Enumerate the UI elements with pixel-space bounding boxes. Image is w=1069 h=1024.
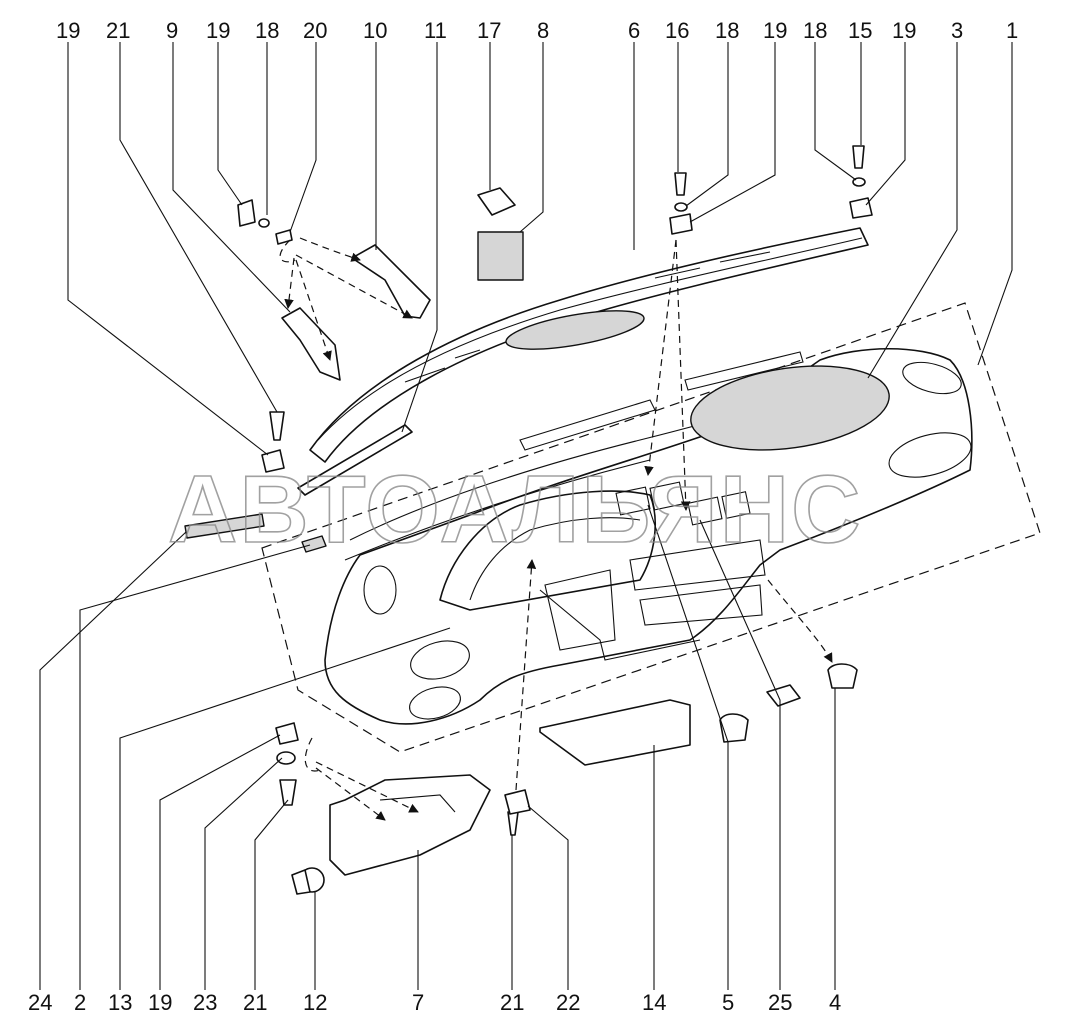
bottom-labels: 24 2 13 19 23 21 12 7 21 22 14 5 25 4 bbox=[28, 990, 841, 1015]
leader-lines-bottom bbox=[39, 504, 836, 990]
label-top: 18 bbox=[715, 18, 739, 43]
arrow-to-vent-b bbox=[675, 239, 691, 511]
label-top: 3 bbox=[951, 18, 963, 43]
clip-19-e bbox=[275, 722, 299, 745]
label-bottom: 7 bbox=[412, 990, 424, 1015]
upper-dash-pad bbox=[309, 227, 869, 463]
arrow-to-bracket-10 bbox=[295, 254, 413, 319]
label-bottom: 22 bbox=[556, 990, 580, 1015]
strip-11 bbox=[297, 424, 413, 496]
dashboard-panel bbox=[324, 347, 973, 725]
arrow-to-vent-a bbox=[644, 239, 677, 476]
clip-17 bbox=[477, 187, 516, 216]
label-bottom: 23 bbox=[193, 990, 217, 1015]
label-bottom: 21 bbox=[500, 990, 524, 1015]
clip-25 bbox=[766, 684, 801, 707]
label-bottom: 5 bbox=[722, 990, 734, 1015]
label-top: 19 bbox=[206, 18, 230, 43]
clip-19-c bbox=[849, 197, 873, 219]
clip-19-a bbox=[237, 199, 256, 227]
bracket-10 bbox=[351, 244, 431, 319]
arrow-to-bracket-9b bbox=[295, 259, 332, 361]
label-bottom: 24 bbox=[28, 990, 52, 1015]
lower-trim-7 bbox=[329, 774, 491, 876]
watermark: АВТОАЛЬЯНС bbox=[168, 456, 862, 563]
label-bottom: 13 bbox=[108, 990, 132, 1015]
label-top: 16 bbox=[665, 18, 689, 43]
label-top: 15 bbox=[848, 18, 872, 43]
label-top: 11 bbox=[424, 18, 447, 43]
knob-5 bbox=[719, 713, 749, 743]
arrow-to-cluster bbox=[515, 559, 537, 791]
washer-18-b bbox=[674, 202, 688, 212]
label-top: 9 bbox=[166, 18, 178, 43]
label-top: 8 bbox=[537, 18, 549, 43]
clip-19-d bbox=[261, 449, 285, 473]
knob-4 bbox=[827, 663, 858, 689]
washer-23 bbox=[276, 751, 296, 765]
arrow-to-trim-7b bbox=[315, 767, 386, 821]
label-bottom: 19 bbox=[148, 990, 172, 1015]
clip-19-b bbox=[669, 213, 693, 235]
clip-22 bbox=[504, 789, 531, 815]
label-top: 18 bbox=[803, 18, 827, 43]
arrow-to-trim-7a bbox=[315, 761, 419, 813]
label-top: 1 bbox=[1006, 18, 1018, 43]
washer-18-a bbox=[258, 218, 270, 228]
screw-21-b bbox=[279, 779, 297, 806]
label-bottom: 14 bbox=[642, 990, 666, 1015]
arrow-arc-lower bbox=[304, 737, 321, 772]
label-bottom: 12 bbox=[303, 990, 327, 1015]
arrow-20-to-10 bbox=[299, 237, 361, 262]
screw-20 bbox=[275, 229, 293, 245]
label-top: 21 bbox=[106, 18, 130, 43]
bracket-9 bbox=[281, 307, 341, 381]
rod-24 bbox=[184, 513, 265, 539]
label-top: 17 bbox=[477, 18, 501, 43]
arrow-arc bbox=[279, 239, 296, 263]
top-labels: 19 21 9 19 18 20 10 11 17 8 6 16 18 19 1… bbox=[56, 18, 1018, 43]
screw-15 bbox=[852, 145, 865, 169]
label-top: 6 bbox=[628, 18, 640, 43]
label-bottom: 2 bbox=[74, 990, 86, 1015]
leader-lines bbox=[67, 42, 1013, 456]
arrow-to-knob-4 bbox=[767, 579, 833, 663]
screw-16 bbox=[674, 172, 687, 196]
trim-14 bbox=[539, 699, 691, 766]
label-top: 18 bbox=[255, 18, 279, 43]
label-bottom: 4 bbox=[829, 990, 841, 1015]
pad-8 bbox=[477, 231, 524, 281]
label-bottom: 21 bbox=[243, 990, 267, 1015]
screw-21-a bbox=[269, 411, 285, 441]
label-top: 20 bbox=[303, 18, 327, 43]
label-top: 19 bbox=[763, 18, 787, 43]
arrow-to-bracket-9 bbox=[284, 257, 295, 309]
label-top: 19 bbox=[56, 18, 80, 43]
pad-2 bbox=[301, 535, 327, 553]
screw-21-c bbox=[507, 811, 519, 836]
label-top: 10 bbox=[363, 18, 387, 43]
label-top: 19 bbox=[892, 18, 916, 43]
label-bottom: 25 bbox=[768, 990, 792, 1015]
